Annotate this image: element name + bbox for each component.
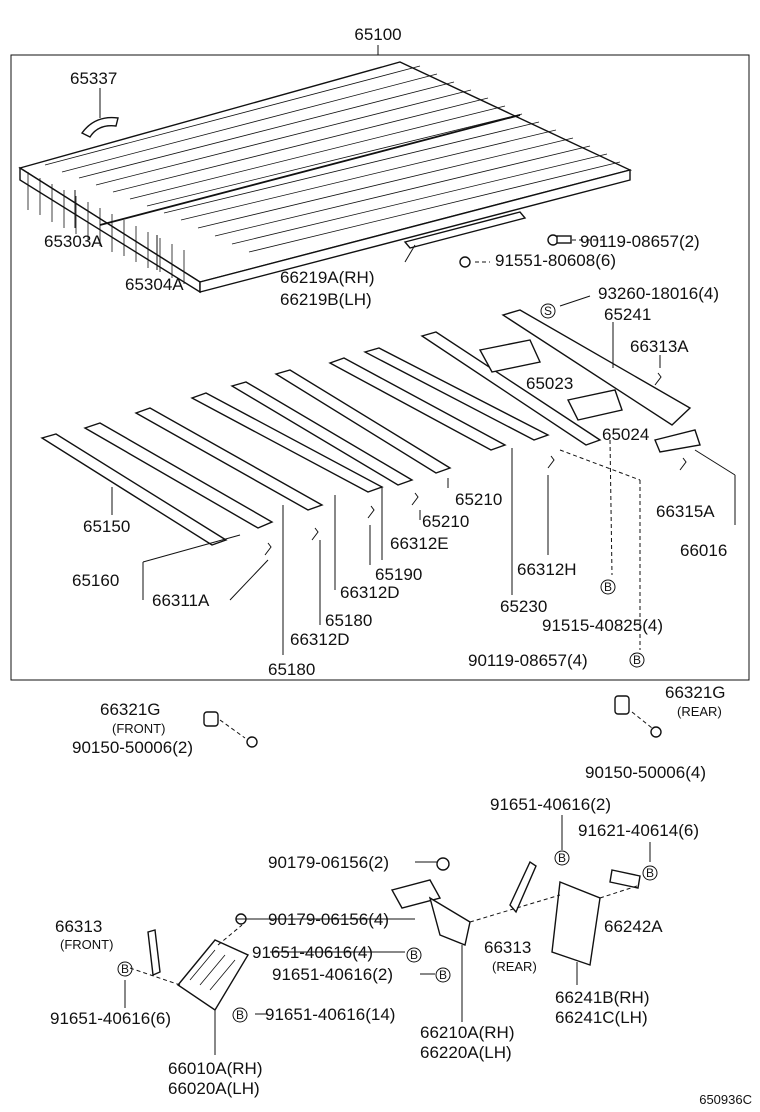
label-65337: 65337 [70,69,117,88]
label-rear-1: (REAR) [677,704,722,719]
label-65210-b: 65210 [422,512,469,531]
label-front-1: (FRONT) [112,721,165,736]
leader-lines [74,88,736,1055]
label-66242a: 66242A [604,917,663,936]
marker-b-8: B [236,1008,244,1022]
label-66220a: 66220A(LH) [420,1043,512,1062]
label-rear-2: (REAR) [492,959,537,974]
marker-b-7: B [121,962,129,976]
label-66312d-a: 66312D [340,583,400,602]
floor-panel-shape [18,61,633,294]
label-91651-40616-2-mid: 91651-40616(2) [272,965,393,984]
marker-b-1: B [604,580,612,594]
label-65160: 65160 [72,571,119,590]
label-65304a: 65304A [125,275,184,294]
label-66219b: 66219B(LH) [280,290,372,309]
label-66312d-b: 66312D [290,630,350,649]
label-90150-50006-4: 90150-50006(4) [585,763,706,782]
label-66241c: 66241C(LH) [555,1008,648,1027]
label-91651-40616-2-top: 91651-40616(2) [490,795,611,814]
label-66219a: 66219A(RH) [280,268,375,287]
label-91651-40616-4: 91651-40616(4) [252,943,373,962]
label-66312e: 66312E [390,534,449,553]
label-90179-06156-4: 90179-06156(4) [268,910,389,929]
label-90179-06156-2: 90179-06156(2) [268,853,389,872]
label-66313-rear: 66313 [484,938,531,957]
diagram-code: 650936C [699,1092,752,1107]
assembly-frame [10,54,750,681]
label-90119-08657-4: 90119-08657(4) [468,651,588,670]
part-labels: 65100 65337 65303A 65304A 66219A(RH) 662… [44,25,752,1107]
bolt-markers: S B B B B B B B B [117,303,658,1023]
label-65023: 65023 [526,374,573,393]
label-66312h: 66312H [517,560,577,579]
label-65024: 65024 [602,425,649,444]
marker-b-5: B [410,948,418,962]
label-65303a: 65303A [44,232,103,251]
label-65241: 65241 [604,305,651,324]
label-65100: 65100 [354,25,401,44]
lower-part-shapes [147,695,662,1011]
label-66241b: 66241B(RH) [555,988,650,1007]
label-66315a: 66315A [656,502,715,521]
marker-b-4: B [646,866,654,880]
label-66016: 66016 [680,541,727,560]
label-front-2: (FRONT) [60,937,113,952]
marker-b-2: B [633,653,641,667]
label-91651-40616-14: 91651-40616(14) [265,1005,395,1024]
label-66311a: 66311A [152,591,210,610]
label-90119-08657-2: 90119-08657(2) [580,232,700,251]
label-66321g-rear: 66321G [665,683,726,702]
crossmember-shapes [40,309,701,546]
marker-b-3: B [558,851,566,865]
label-93260-18016: 93260-18016(4) [598,284,719,303]
marker-b-6: B [439,968,447,982]
label-66321g-front: 66321G [100,700,161,719]
label-65150: 65150 [83,517,130,536]
label-65230: 65230 [500,597,547,616]
label-65190: 65190 [375,565,422,584]
label-65180-b: 65180 [268,660,315,679]
label-90150-50006-2: 90150-50006(2) [72,738,193,757]
label-66313-front: 66313 [55,917,102,936]
label-65180-a: 65180 [325,611,372,630]
label-66010a: 66010A(RH) [168,1059,263,1078]
marker-s: S [544,304,552,318]
label-91551-80608: 91551-80608(6) [495,251,616,270]
label-65210-a: 65210 [455,490,502,509]
label-66313a: 66313A [630,337,689,356]
label-66020a: 66020A(LH) [168,1079,260,1098]
label-91515-40825: 91515-40825(4) [542,616,663,635]
label-66210a: 66210A(RH) [420,1023,515,1042]
label-91651-40616-6: 91651-40616(6) [50,1009,171,1028]
clip-shapes [264,372,687,556]
label-91621-40614: 91621-40614(6) [578,821,699,840]
